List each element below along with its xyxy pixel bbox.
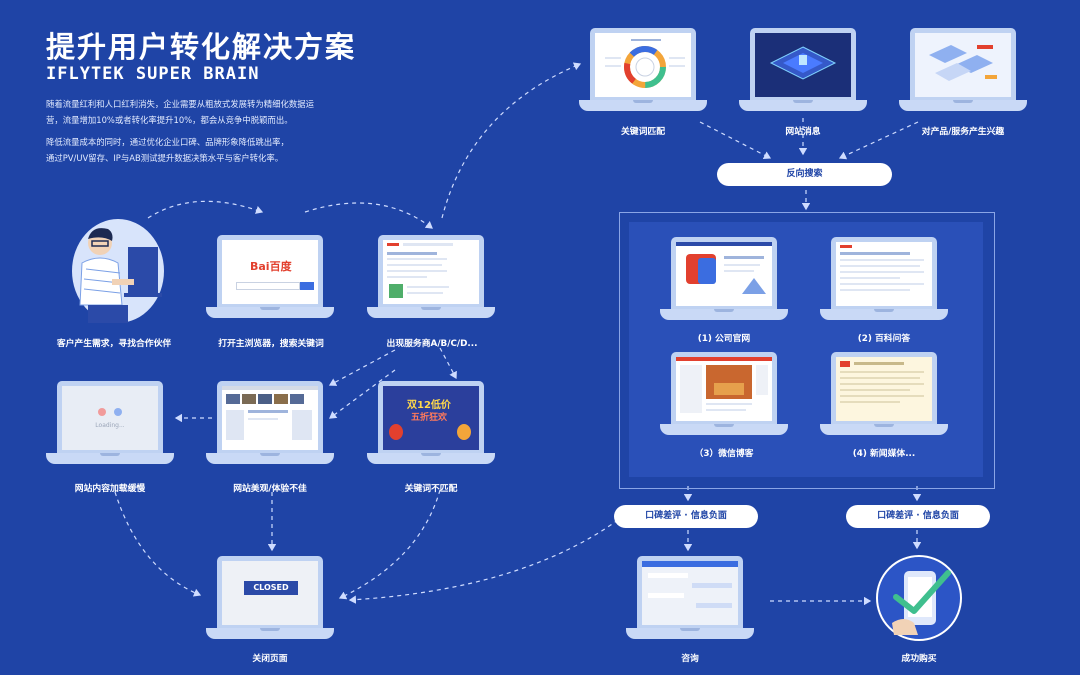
- label-keyword-mismatch: 关键词不匹配: [404, 484, 458, 494]
- server-graphic: [769, 46, 837, 80]
- intro-paragraph-2: 降低流量成本的同时，通过优化企业口碑、品牌形象降低跳出率， 通过PV/UV留存、…: [46, 134, 289, 166]
- arrow-engine-to-providers: [304, 202, 433, 229]
- arrow-providers-to-poor-2: [329, 369, 396, 419]
- label-news-media: (4) 新闻媒体...: [852, 449, 916, 459]
- purchase-illustration: [874, 553, 964, 643]
- label-providers: 出现服务商A/B/C/D...: [386, 339, 478, 349]
- laptop-slow-loading: Loading...: [46, 381, 174, 464]
- laptop-product-interest: [899, 28, 1027, 111]
- arrow-interest-to-reverse: [838, 121, 919, 160]
- intro-paragraph-1-line-1: 随着流量红利和人口红利消失，企业需要从粗放式发展转为精细化数据运: [46, 99, 314, 109]
- loading-text: Loading...: [95, 422, 125, 429]
- laptop-keyword-mismatch: 双12低价 五折狂欢: [367, 381, 495, 464]
- pill-negative-right: 口碑差评 · 信息负面: [846, 505, 990, 528]
- laptop-wechat: [660, 352, 788, 435]
- arrow-customer-to-engine: [147, 200, 264, 219]
- loading-dot-blue: [114, 408, 122, 416]
- promo-line-1: 双12低价: [407, 400, 451, 411]
- ring-chart-graphic: [605, 39, 685, 88]
- label-site-news: 网站消息: [785, 127, 821, 137]
- arrow-mismatch-to-closed: [338, 489, 441, 600]
- isometric-cards-graphic: [929, 45, 997, 81]
- intro-paragraph-1: 随着流量红利和人口红利消失，企业需要从粗放式发展转为精细化数据运 营，流量增加1…: [46, 96, 314, 128]
- label-keyword-match: 关键词匹配: [621, 127, 665, 137]
- label-slow-loading: 网站内容加载缓慢: [74, 484, 146, 494]
- laptop-search-engine: Bai百度: [206, 235, 334, 318]
- laptop-providers: [367, 235, 495, 318]
- page-subtitle: IFLYTEK SUPER BRAIN: [46, 64, 260, 84]
- label-wechat: （3）微信博客: [694, 449, 754, 459]
- label-product-interest: 对产品/服务产生兴趣: [921, 127, 1005, 137]
- label-baike: (2) 百科问答: [857, 334, 911, 344]
- pill-reverse-search: 反向搜索: [717, 163, 892, 186]
- arrow-providers-to-keyword: [441, 62, 582, 219]
- laptop-news-media: [820, 352, 948, 435]
- label-purchase: 成功购买: [901, 654, 937, 664]
- laptop-baike: [820, 237, 948, 320]
- laptop-poor-experience: [206, 381, 334, 464]
- arrow-keyword-to-reverse: [699, 121, 772, 159]
- label-customer: 客户产生需求，寻找合作伙伴: [56, 339, 172, 349]
- pill-negative-left: 口碑差评 · 信息负面: [614, 505, 758, 528]
- promo-line-2: 五折狂欢: [411, 413, 448, 423]
- laptop-consult: [626, 556, 754, 639]
- laptop-site-news: [739, 28, 867, 111]
- label-official-site: (1) 公司官网: [697, 334, 751, 344]
- label-consult: 咨询: [681, 654, 699, 664]
- page-title: 提升用户转化解决方案: [46, 30, 357, 64]
- laptop-keyword-match: [579, 28, 707, 111]
- arrow-negative-to-closed: [348, 519, 619, 604]
- closed-badge: CLOSED: [244, 581, 298, 595]
- intro-paragraph-2-line-1: 降低流量成本的同时，通过优化企业口碑、品牌形象降低跳出率，: [46, 137, 289, 147]
- arrow-slow-to-closed: [114, 491, 202, 597]
- label-poor-experience: 网站美观/体验不佳: [233, 484, 307, 494]
- loading-dot-red: [98, 408, 106, 416]
- checkmark-phone-icon: [876, 555, 962, 641]
- reverse-search-results-frame: [619, 212, 995, 489]
- laptop-closed: CLOSED: [206, 556, 334, 639]
- customer-illustration: [68, 213, 164, 325]
- label-close-page: 关闭页面: [252, 654, 288, 664]
- customer-person-icon: [72, 219, 164, 323]
- baidu-logo: Bai百度: [250, 260, 292, 273]
- intro-paragraph-2-line-2: 通过PV/UV留存、IP与AB测试提升数据决策水平与客户转化率。: [46, 153, 284, 163]
- label-open-engine: 打开主浏览器，搜索关键词: [218, 339, 324, 349]
- arrow-providers-to-mismatch: [439, 347, 457, 380]
- intro-paragraph-1-line-2: 营，流量增加10%或者转化率提升10%，都会从竞争中脱颖而出。: [46, 115, 293, 125]
- laptop-official-site: [660, 237, 788, 320]
- search-box: [236, 282, 300, 290]
- search-button: [300, 282, 314, 290]
- arrow-providers-to-poor: [328, 349, 396, 386]
